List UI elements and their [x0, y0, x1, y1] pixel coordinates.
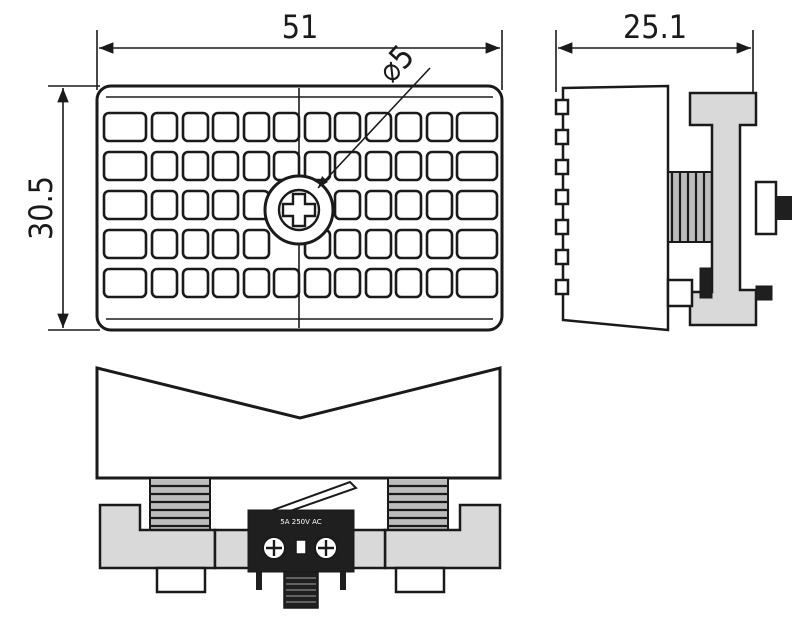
top-view-body: [95, 84, 504, 332]
side-nut: [754, 180, 778, 236]
side-pad-teeth: [554, 98, 570, 296]
grip-slot: [181, 228, 210, 260]
front-body: [95, 366, 502, 480]
side-spring: [667, 171, 717, 243]
grip-slot: [364, 150, 393, 182]
grip-slot: [455, 267, 499, 299]
top-view: 51 30.5 ⌀5: [22, 8, 504, 332]
depth-label: 25.1: [623, 8, 687, 46]
grip-slot: [102, 228, 148, 260]
grip-slot: [425, 189, 454, 221]
grip-slot: [455, 228, 499, 260]
grip-slot: [394, 189, 423, 221]
grip-slot: [181, 267, 210, 299]
side-view: 25.1: [554, 8, 792, 332]
width-label: 51: [282, 8, 319, 46]
grip-slot: [364, 111, 393, 143]
switch-marking: 5A 250V AC: [280, 518, 322, 526]
grip-slot: [242, 111, 271, 143]
grip-slot: [211, 228, 240, 260]
grip-slot: [102, 150, 148, 182]
grip-slot: [242, 150, 271, 182]
front-bolt: [283, 571, 319, 609]
grip-slot: [272, 267, 301, 299]
grip-slot: [394, 267, 423, 299]
grip-slot: [242, 267, 271, 299]
grip-slot: [102, 189, 148, 221]
grip-slot: [333, 189, 362, 221]
grip-slot: [242, 228, 271, 260]
grip-slot: [333, 228, 362, 260]
grip-slot: [211, 267, 240, 299]
grip-slot: [425, 228, 454, 260]
height-dimension: 30.5: [22, 85, 100, 331]
side-pad: [561, 84, 670, 332]
grip-slot: [211, 111, 240, 143]
front-view: 5A 250V AC: [95, 366, 502, 609]
height-label: 30.5: [22, 176, 60, 240]
grip-slot: [425, 111, 454, 143]
grip-slot: [455, 150, 499, 182]
grip-slot: [102, 111, 148, 143]
grip-slot: [394, 150, 423, 182]
front-nut-left: [155, 566, 207, 594]
side-lever: [699, 267, 713, 299]
grip-slot: [303, 111, 332, 143]
grip-slot: [102, 267, 148, 299]
micro-switch: 5A 250V AC: [247, 509, 355, 590]
grip-slot: [272, 111, 301, 143]
grip-slot: [303, 267, 332, 299]
grip-slot: [455, 189, 499, 221]
grip-slot: [211, 189, 240, 221]
width-dimension: 51: [96, 8, 503, 90]
grip-slot: [150, 228, 179, 260]
grip-slot: [181, 111, 210, 143]
grip-slot: [394, 111, 423, 143]
slot-grid: [102, 111, 499, 299]
front-spring-left: [149, 477, 211, 531]
grip-slot: [364, 228, 393, 260]
grip-slot: [150, 189, 179, 221]
grip-slot: [394, 228, 423, 260]
grip-slot: [425, 150, 454, 182]
front-nut-right: [394, 566, 446, 594]
depth-dimension: 25.1: [555, 8, 754, 92]
grip-slot: [150, 267, 179, 299]
grip-slot: [364, 267, 393, 299]
grip-slot: [333, 150, 362, 182]
grip-slot: [211, 150, 240, 182]
grip-slot: [333, 111, 362, 143]
front-spring-right: [387, 477, 449, 531]
grip-slot: [150, 111, 179, 143]
grip-slot: [455, 111, 499, 143]
grip-slot: [364, 189, 393, 221]
hole-label: ⌀5: [370, 37, 422, 89]
grip-slot: [303, 150, 332, 182]
side-switch-body: [666, 278, 694, 308]
side-bracket: [688, 91, 758, 327]
grip-slot: [425, 267, 454, 299]
grip-slot: [181, 150, 210, 182]
side-bolt-end: [776, 196, 792, 220]
grip-slot: [181, 189, 210, 221]
side-terminal: [755, 285, 773, 301]
grip-slot: [150, 150, 179, 182]
mounting-hole: [263, 174, 335, 246]
grip-slot: [333, 267, 362, 299]
